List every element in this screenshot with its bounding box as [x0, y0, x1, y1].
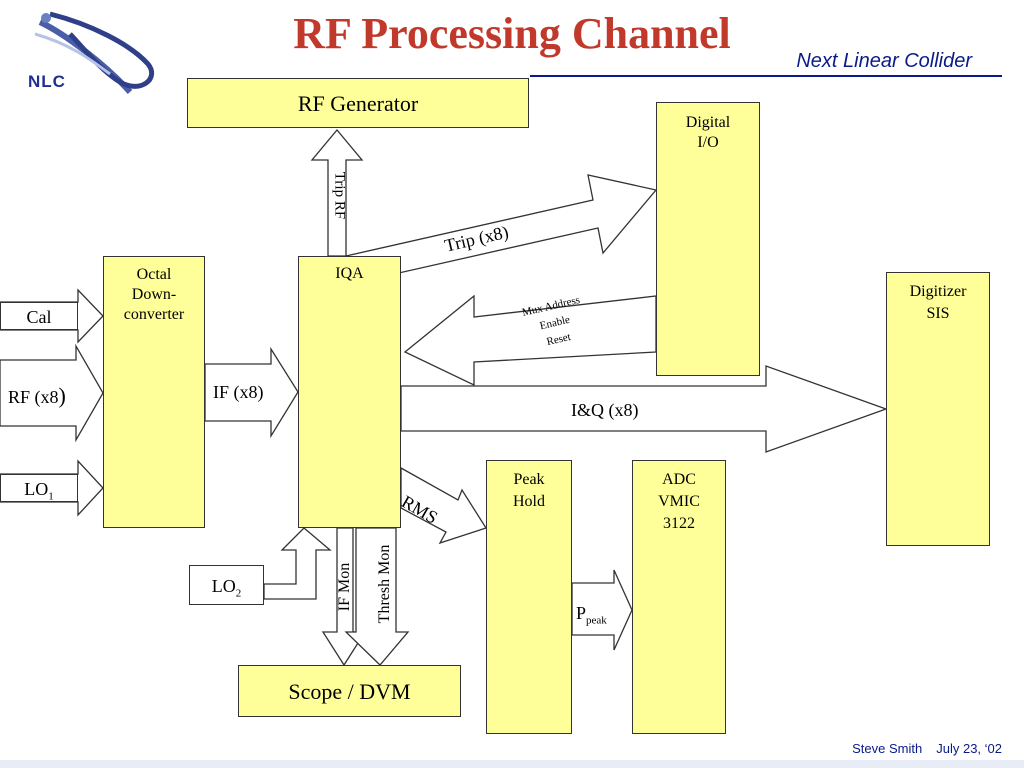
ppeak-text: P — [576, 603, 587, 623]
lo2-arrow — [263, 527, 332, 600]
thresh-mon-arrow — [344, 527, 410, 666]
cal-box: Cal — [0, 302, 78, 330]
footer: Steve Smith July 23, ‘02 — [852, 741, 1002, 756]
rf-generator-block: RF Generator — [187, 78, 529, 128]
digitizer-block: Digitizer SIS — [886, 272, 990, 546]
trip-rf-label: Trip RF — [331, 171, 348, 220]
octal-line-2: Down- — [131, 286, 177, 303]
rms-arrow — [400, 466, 487, 545]
footer-date: July 23, ‘02 — [936, 741, 1002, 756]
digitizer-line-1: Digitizer — [909, 283, 967, 300]
cal-label: Cal — [26, 307, 52, 327]
logo-text: NLC — [28, 72, 66, 91]
lo1-label: LO — [24, 479, 49, 499]
lo2-subscript: 2 — [235, 587, 242, 600]
bottom-band — [0, 760, 1024, 768]
thresh-mon-label: Thresh Mon — [376, 544, 393, 624]
trip-rf-arrow — [310, 128, 364, 257]
ppeak-arrow — [571, 569, 633, 651]
lo1-box: LO1 — [0, 474, 78, 503]
adc-line-1: ADC — [662, 471, 696, 488]
scope-dvm-label: Scope / DVM — [288, 679, 411, 704]
rf-input-label: RF (x8) — [8, 383, 66, 409]
octal-line-3: converter — [123, 306, 185, 323]
header-rule — [530, 75, 1002, 77]
lo2-label: LO — [211, 576, 236, 596]
if-mon-arrow — [321, 527, 367, 667]
ppeak-label: Ppeak — [576, 603, 607, 627]
rf-input-text: RF (x8 — [8, 387, 59, 407]
rf-generator-label: RF Generator — [297, 91, 419, 116]
adc-line-3: 3122 — [663, 515, 695, 532]
page-title: RF Processing Channel — [293, 9, 731, 58]
digital-io-line-1: Digital — [685, 114, 731, 131]
digital-io-line-2: I/O — [697, 134, 719, 151]
peak-hold-line-1: Peak — [513, 471, 545, 488]
if-label: IF (x8) — [213, 382, 264, 402]
iq-arrow — [400, 365, 888, 453]
peak-hold-line-2: Hold — [513, 493, 545, 510]
if-mon-label: IF Mon — [336, 562, 353, 612]
iqa-block: IQA — [298, 256, 401, 528]
page-subtitle: Next Linear Collider — [796, 50, 972, 72]
iqa-label: IQA — [335, 265, 364, 282]
ppeak-subscript: peak — [586, 614, 607, 627]
footer-author: Steve Smith — [852, 741, 923, 756]
rf-input-paren: ) — [58, 383, 66, 408]
if-arrow — [204, 346, 299, 439]
octal-downconverter-block: Octal Down- converter — [103, 256, 205, 528]
scope-dvm-block: Scope / DVM — [238, 665, 461, 717]
digital-io-block: Digital I/O — [656, 102, 760, 376]
octal-line-1: Octal — [136, 266, 172, 283]
nlc-logo — [34, 11, 155, 94]
peak-hold-block: Peak Hold — [486, 460, 572, 734]
adc-line-2: VMIC — [658, 493, 700, 510]
lo2-box: LO2 — [189, 565, 264, 605]
lo1-subscript: 1 — [48, 490, 54, 503]
adc-block: ADC VMIC 3122 — [632, 460, 726, 734]
iq-label: I&Q (x8) — [571, 400, 639, 420]
rf-arrow — [0, 343, 104, 443]
mux-arrow — [403, 294, 657, 387]
digitizer-line-2: SIS — [926, 305, 950, 322]
